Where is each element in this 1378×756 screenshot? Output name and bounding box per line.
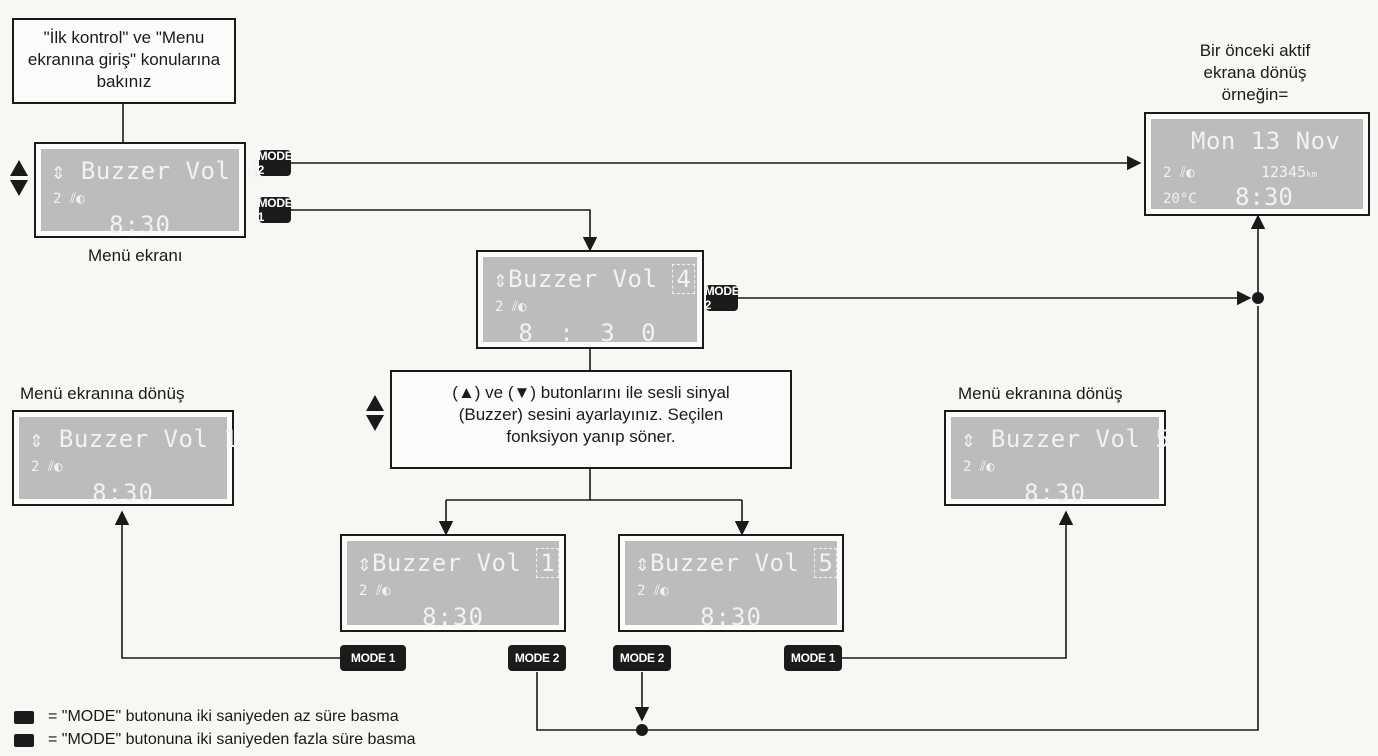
return-caption-left: Menü ekranına dönüş (20, 384, 185, 403)
instruction-note: (▲) ve (▼) butonlarını ile sesli sinyal … (390, 370, 792, 469)
mode2-button-edit[interactable]: MODE 2 (704, 284, 740, 312)
return-screen-vol5-time: 8:30 (1024, 479, 1086, 507)
volume1-screen-line1: Buzzer Vol (371, 549, 522, 577)
previous-screen-caption: Bir önceki aktif ekrana dönüş örneğin= (1180, 40, 1330, 106)
edit-screen: ⇕Buzzer Vol 4 2 ⫽◐ 8 : 3 0 (476, 250, 704, 349)
volume5-screen-time: 8:30 (700, 603, 762, 631)
odometer-unit: km (1306, 170, 1317, 180)
legend-long-text: = "MODE" butonuna iki saniyeden fazla sü… (48, 731, 416, 748)
edit-screen-time: 8 : 3 0 (518, 319, 662, 347)
odometer-value: 12345 (1261, 163, 1307, 181)
menu-screen-caption: Menü ekranı (88, 246, 183, 265)
up-down-arrows-icon (10, 160, 28, 196)
mode-button-icon (14, 733, 34, 747)
previous-screen-date: Mon 13 Nov (1191, 127, 1341, 155)
updown-glyph-icon: ⇕ (493, 265, 508, 293)
instruction-note-text: (▲) ve (▼) butonlarını ile sesli sinyal … (452, 383, 730, 446)
legend-long-press: = "MODE" butonuna iki saniyeden fazla sü… (14, 731, 416, 749)
updown-glyph-icon: ⇕ (29, 425, 44, 453)
menu-screen-time: 8:30 (109, 211, 171, 239)
edit-screen-line1: Buzzer Vol (507, 265, 658, 293)
menu-screen: ⇕ Buzzer Vol 4 2 ⫽◐ 8:30 (34, 142, 260, 239)
mode1-button-top[interactable]: MODE 1 (257, 196, 293, 224)
updown-glyph-icon: ⇕ (961, 425, 976, 453)
intro-note: "İlk kontrol" ve "Menu ekranına giriş" k… (12, 18, 236, 104)
previous-screen-caption-text: Bir önceki aktif ekrana dönüş örneğin= (1199, 41, 1311, 104)
selected-volume-value: 5 (814, 548, 838, 578)
menu-screen-line2: 2 ⫽◐ (53, 191, 85, 207)
return-screen-vol1-line2: 2 ⫽◐ (31, 459, 63, 475)
return-screen-vol5-line2: 2 ⫽◐ (963, 459, 995, 475)
return-screen-vol5: ⇕ Buzzer Vol 5 2 ⫽◐ 8:30 (944, 410, 1170, 507)
return-screen-vol1: ⇕ Buzzer Vol 1 2 ⫽◐ 8:30 (12, 410, 238, 507)
updown-glyph-icon: ⇕ (51, 157, 66, 185)
previous-screen-time: 8:30 (1235, 183, 1293, 211)
legend-short-press: = "MODE" butonuna iki saniyeden az süre … (14, 708, 399, 726)
mode-button-icon (14, 710, 34, 724)
return-caption-right: Menü ekranına dönüş (958, 384, 1123, 403)
up-down-arrows-icon (366, 395, 384, 431)
previous-screen-line2: 2 ⫽◐ (1163, 165, 1195, 181)
menu-screen-line1: Buzzer Vol 4 (80, 157, 261, 185)
updown-glyph-icon: ⇕ (357, 549, 372, 577)
volume1-screen-line2: 2 ⫽◐ (359, 583, 391, 599)
return-screen-vol5-line1: Buzzer Vol 5 (990, 425, 1171, 453)
legend-short-text: = "MODE" butonuna iki saniyeden az süre … (48, 708, 399, 725)
intro-note-text: "İlk kontrol" ve "Menu ekranına giriş" k… (27, 28, 221, 91)
volume5-screen-line2: 2 ⫽◐ (637, 583, 669, 599)
volume5-screen: ⇕Buzzer Vol 5 2 ⫽◐ 8:30 (618, 534, 844, 632)
volume5-screen-line1: Buzzer Vol (649, 549, 800, 577)
edit-screen-line2: 2 ⫽◐ (495, 299, 527, 315)
updown-glyph-icon: ⇕ (635, 549, 650, 577)
mode1-button-vol1[interactable]: MODE 1 (340, 645, 406, 671)
mode2-button-top[interactable]: MODE 2 (257, 149, 293, 177)
return-screen-vol1-time: 8:30 (92, 479, 154, 507)
selected-volume-value: 1 (536, 548, 560, 578)
mode2-button-vol1[interactable]: MODE 2 (508, 645, 566, 671)
volume1-screen-time: 8:30 (422, 603, 484, 631)
temperature-value: 20°C (1163, 191, 1197, 207)
previous-active-screen: Mon 13 Nov 2 ⫽◐ 12345km 20°C 8:30 (1144, 112, 1370, 216)
return-screen-vol1-line1: Buzzer Vol 1 (58, 425, 239, 453)
volume1-screen: ⇕Buzzer Vol 1 2 ⫽◐ 8:30 (340, 534, 566, 632)
mode1-button-vol5[interactable]: MODE 1 (784, 645, 842, 671)
selected-volume-value: 4 (672, 264, 696, 294)
mode2-button-vol5[interactable]: MODE 2 (613, 645, 671, 671)
